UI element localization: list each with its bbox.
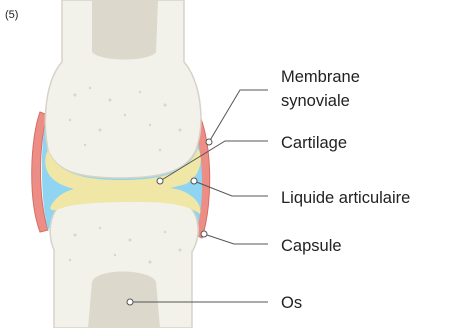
pointer-membrane (206, 139, 212, 145)
upper-marrow (92, 0, 158, 60)
label-cartilage: Cartilage (281, 134, 347, 152)
leader-membrane (209, 90, 268, 142)
leader-capsule (204, 234, 268, 244)
label-capsule: Capsule (281, 237, 342, 255)
label-liquid: Liquide articulaire (281, 189, 410, 207)
pointer-cartilage (157, 178, 163, 184)
pointer-liquid (191, 178, 197, 184)
label-membrane-line1: Membrane (281, 68, 360, 86)
label-membrane-line2: synoviale (281, 92, 350, 110)
lower-marrow (88, 272, 160, 328)
pointer-capsule (201, 231, 207, 237)
pointer-bone (127, 299, 133, 305)
label-bone: Os (281, 294, 302, 312)
